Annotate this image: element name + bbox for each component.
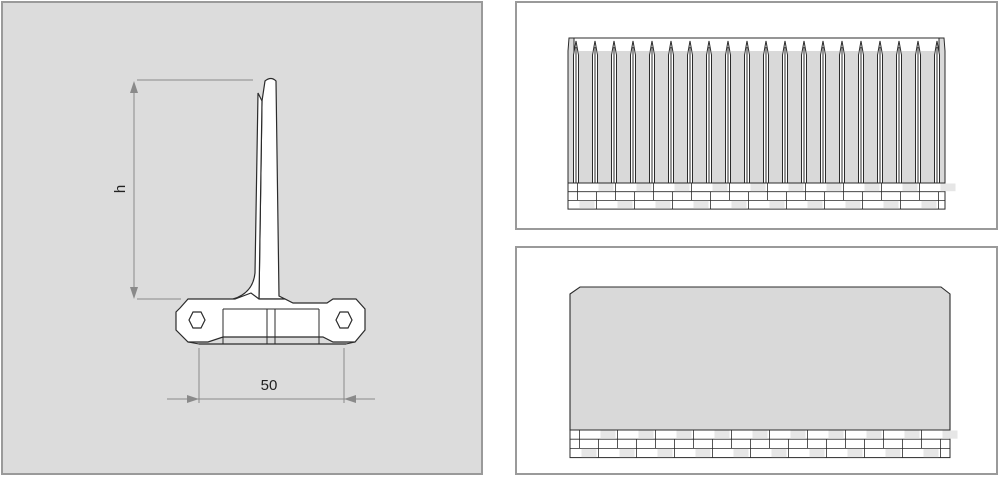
belt-finger	[820, 40, 839, 184]
belt-finger	[801, 40, 820, 184]
belt-finger	[782, 40, 801, 184]
flat-belt-surface	[569, 286, 951, 431]
module-block	[828, 430, 844, 439]
belt-finger	[934, 40, 940, 184]
module-block	[942, 430, 958, 439]
belt-finger	[668, 40, 687, 184]
height-label: h	[112, 185, 129, 193]
module-block	[788, 183, 804, 192]
module-block	[695, 448, 711, 458]
height-arrow-top	[130, 81, 138, 93]
width-label: 50	[261, 377, 278, 394]
module-block	[733, 448, 749, 458]
module-block	[866, 430, 882, 439]
module-block	[714, 430, 730, 439]
module-block	[619, 448, 635, 458]
module-block	[769, 200, 785, 209]
belt-module-rows	[567, 182, 956, 210]
module-block	[807, 200, 823, 209]
height-arrow-bottom	[130, 287, 138, 299]
module-block	[923, 448, 939, 458]
belt-finger	[687, 40, 706, 184]
finger-belt-view-panel	[515, 1, 998, 230]
module-block	[904, 430, 920, 439]
module-block	[864, 183, 880, 192]
module-block	[617, 200, 633, 209]
module-block	[902, 183, 918, 192]
module-block	[771, 448, 787, 458]
module-block	[809, 448, 825, 458]
module-block	[636, 183, 652, 192]
belt-finger	[611, 40, 630, 184]
module-block	[638, 430, 654, 439]
belt-finger	[744, 40, 763, 184]
module-block	[581, 448, 597, 458]
module-block	[600, 430, 616, 439]
width-arrow-left	[187, 395, 199, 403]
module-block	[885, 448, 901, 458]
belt-finger	[839, 40, 858, 184]
belt-finger	[573, 40, 592, 184]
module-block	[674, 183, 690, 192]
module-block	[693, 200, 709, 209]
right-pin-hole	[335, 311, 353, 329]
module-block	[579, 200, 595, 209]
module-block	[752, 430, 768, 439]
module-block	[845, 200, 861, 209]
module-block	[883, 200, 899, 209]
module-block	[598, 183, 614, 192]
profile-view-panel: h 50	[1, 1, 483, 475]
module-block	[655, 200, 671, 209]
width-arrow-right	[344, 395, 356, 403]
belt-finger	[592, 40, 611, 184]
belt-finger	[896, 40, 915, 184]
belt-fingers	[573, 37, 940, 184]
belt-finger	[725, 40, 744, 184]
flat-belt-drawing	[569, 286, 958, 459]
module-block	[921, 200, 937, 209]
belt-finger	[763, 40, 782, 184]
module-block	[826, 183, 842, 192]
module-block	[750, 183, 766, 192]
belt-module-rows	[569, 429, 958, 459]
profile-drawing: h 50	[112, 77, 375, 403]
module-block	[676, 430, 692, 439]
belt-finger	[630, 40, 649, 184]
left-pin-hole	[188, 311, 206, 329]
module-block	[731, 200, 747, 209]
module-block	[657, 448, 673, 458]
belt-finger	[915, 40, 934, 184]
module-block	[712, 183, 728, 192]
profile-shape	[175, 77, 366, 345]
belt-finger	[706, 40, 725, 184]
belt-finger	[858, 40, 877, 184]
belt-finger	[649, 40, 668, 184]
module-block	[790, 430, 806, 439]
flat-belt-view-panel	[515, 246, 998, 475]
module-block	[940, 183, 956, 192]
module-block	[847, 448, 863, 458]
belt-finger	[877, 40, 896, 184]
finger-belt-drawing	[567, 37, 956, 210]
